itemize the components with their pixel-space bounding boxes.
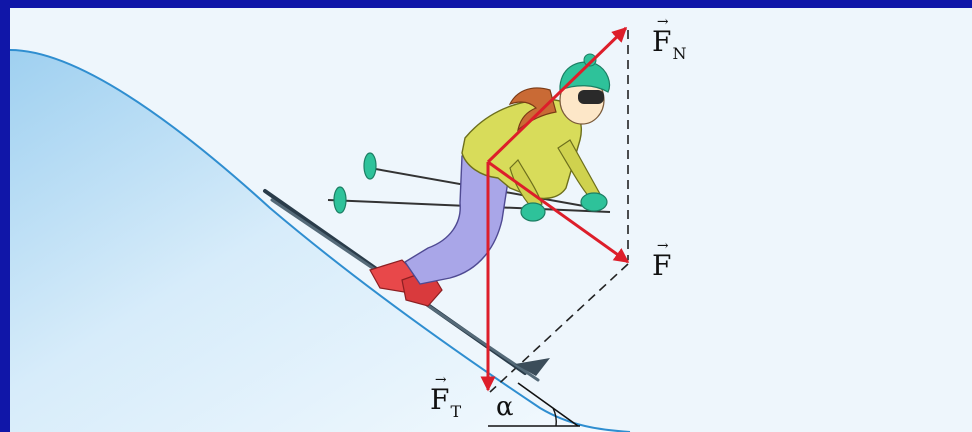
dashed-line-diagonal [489, 263, 629, 393]
label-normal-force: →FN [652, 14, 687, 63]
slope-edge [10, 49, 631, 432]
glove-right [580, 192, 608, 212]
vector-arrow-icon: → [434, 372, 447, 388]
angle-arc [552, 407, 557, 427]
glove-left [520, 202, 546, 222]
goggles [578, 90, 604, 104]
incline-reference-line [517, 382, 579, 427]
diagram-frame: →FN →F →FT α [10, 8, 972, 432]
normal-force-vector [486, 26, 628, 164]
label-gravity-force: →FT [430, 372, 462, 421]
pole-basket-upper [363, 152, 377, 180]
resultant-force-vector [487, 160, 630, 264]
hat-pompom [583, 53, 597, 67]
vector-arrow-icon: → [656, 14, 669, 30]
ski-tip [515, 358, 550, 376]
vector-arrow-icon: → [656, 238, 669, 254]
skier-force-diagram [10, 26, 631, 432]
pole-basket-lower [333, 186, 347, 214]
snow-slope [10, 50, 630, 432]
hat [559, 61, 611, 93]
label-resultant-force: →F [652, 238, 672, 282]
label-angle-alpha: α [496, 392, 514, 422]
